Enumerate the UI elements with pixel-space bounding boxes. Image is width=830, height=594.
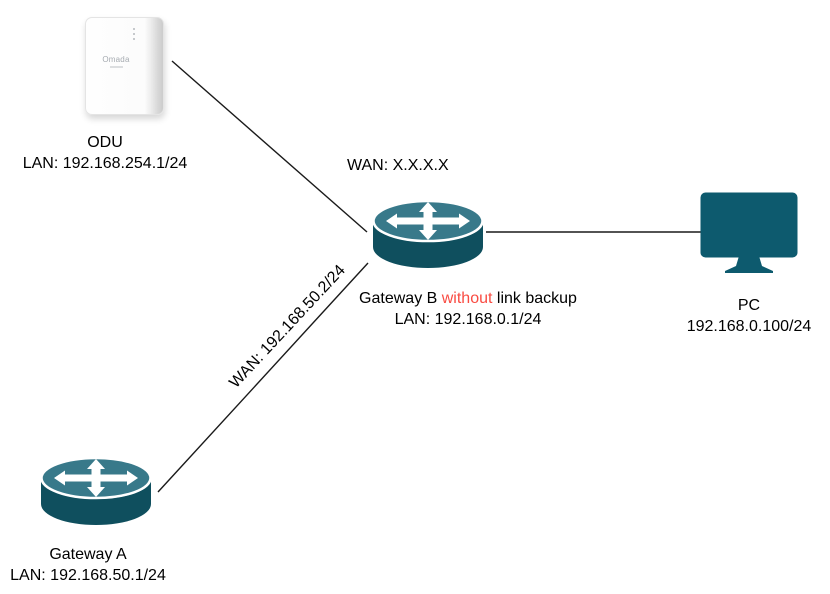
gateway-b-subtitle: LAN: 192.168.0.1/24	[394, 311, 542, 328]
pc-subtitle: 192.168.0.100/24	[686, 318, 812, 335]
odu-label: ODU LAN: 192.168.254.1/24	[5, 132, 205, 174]
odu-brand-subtext	[110, 66, 123, 68]
odu-brand-label: Omada	[102, 55, 130, 64]
gateway-b-label: Gateway B without link backup LAN: 192.1…	[318, 288, 618, 330]
led-indicators-icon	[133, 28, 135, 40]
crossed-arrows-icon	[54, 459, 138, 497]
router-icon-gateway-b	[372, 199, 484, 268]
router-icon-gateway-a	[40, 456, 152, 525]
monitor-icon	[700, 192, 798, 273]
gateway-a-label: Gateway A LAN: 192.168.50.1/24	[0, 544, 178, 586]
gateway-b-title: Gateway B without link backup	[359, 290, 577, 307]
crossed-arrows-icon	[386, 202, 470, 240]
odu-access-point-icon: Omada	[85, 17, 164, 115]
pc-title: PC	[737, 297, 761, 314]
odu-title: ODU	[87, 134, 123, 151]
pc-label: PC 192.168.0.100/24	[659, 295, 830, 337]
gateway-a-title: Gateway A	[49, 546, 127, 563]
gateway-b-title-highlight: without	[441, 290, 493, 307]
gateway-a-subtitle: LAN: 192.168.50.1/24	[10, 567, 166, 584]
gateway-b-wan-label: WAN: X.X.X.X	[347, 157, 449, 174]
link-gateway-a-to-gateway-b	[157, 262, 369, 493]
odu-subtitle: LAN: 192.168.254.1/24	[22, 155, 188, 172]
link-odu-to-gateway-b	[171, 60, 368, 233]
